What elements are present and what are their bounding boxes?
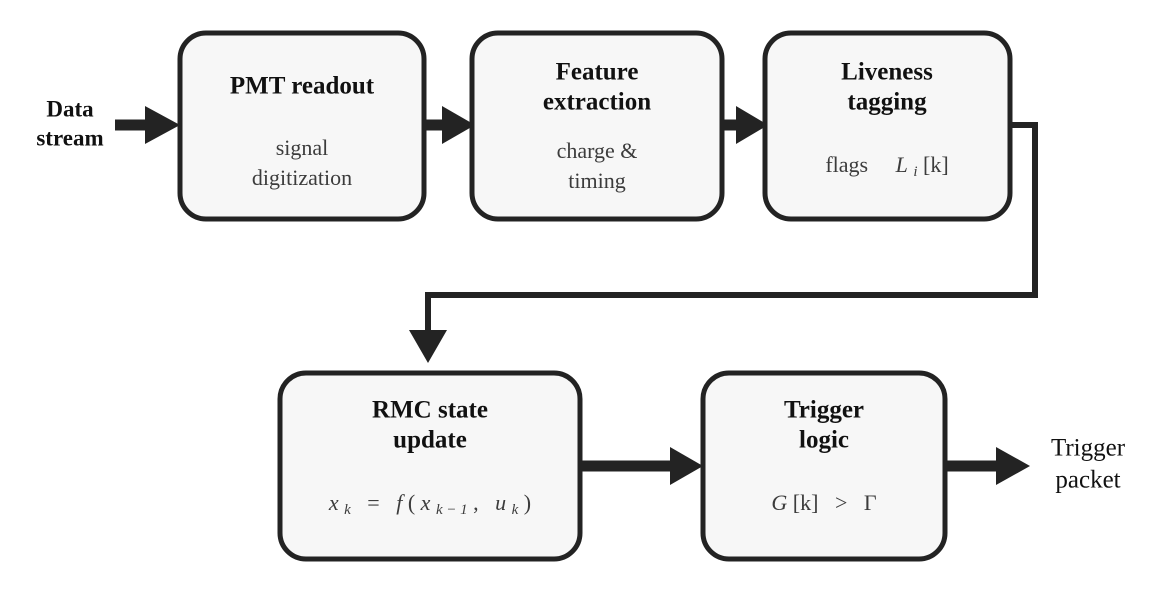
node-rmc-state-update-box[interactable] bbox=[277, 370, 583, 562]
math-i: i bbox=[913, 164, 917, 180]
node-liveness-tagging-subtitle-math: flags L i [k] bbox=[825, 152, 948, 183]
math-k-1: k bbox=[344, 502, 351, 518]
math-bracket-k: [k] bbox=[923, 152, 949, 177]
node-liveness-tagging-title-line1: Liveness bbox=[841, 59, 933, 86]
math-bracket-k-2: [k] bbox=[793, 490, 819, 515]
node-feature-extraction-subtitle-line1: charge & bbox=[557, 138, 638, 163]
node-trigger-logic-title-line1: Trigger bbox=[784, 397, 864, 424]
edge-label-input-data-stream: Data stream bbox=[36, 96, 103, 150]
math-f: f bbox=[396, 490, 405, 515]
math-G: G bbox=[771, 490, 787, 515]
node-trigger-logic[interactable]: Trigger logic G [k] > Γ bbox=[700, 370, 948, 562]
node-pmt-readout-subtitle-line2: digitization bbox=[252, 165, 352, 190]
edge-label-output-line2: packet bbox=[1055, 467, 1120, 494]
node-rmc-state-update-title-line1: RMC state bbox=[372, 397, 488, 424]
node-feature-extraction-subtitle-line2: timing bbox=[568, 168, 625, 193]
node-pmt-readout-subtitle-line1: signal bbox=[276, 135, 329, 160]
edge-label-output-line1: Trigger bbox=[1051, 435, 1126, 462]
node-trigger-logic-subtitle-math: G [k] > Γ bbox=[771, 490, 876, 515]
math-greater-than: > bbox=[835, 490, 847, 515]
node-pmt-readout-box[interactable] bbox=[177, 30, 427, 222]
math-k-minus-1: k − 1 bbox=[436, 502, 468, 518]
connector-rmc-to-trigger bbox=[580, 447, 703, 485]
connector-trigger-to-output bbox=[945, 447, 1030, 485]
math-k-2: k bbox=[512, 502, 519, 518]
node-rmc-state-update-title-line2: update bbox=[393, 427, 467, 454]
node-rmc-state-update-subtitle-math: x k = f ( x k − 1 , u k ) bbox=[328, 490, 531, 521]
node-trigger-logic-title-line2: logic bbox=[799, 427, 849, 454]
math-paren-open: ( bbox=[408, 490, 415, 515]
math-equals: = bbox=[367, 490, 379, 515]
node-pmt-readout-title: PMT readout bbox=[230, 73, 375, 100]
node-trigger-logic-box[interactable] bbox=[700, 370, 948, 562]
edge-label-output-trigger-packet: Trigger packet bbox=[1051, 435, 1126, 494]
node-liveness-tagging-title-line2: tagging bbox=[847, 89, 927, 116]
connector-pmt-to-feature bbox=[424, 106, 475, 144]
math-u: u bbox=[495, 490, 506, 515]
node-pmt-readout[interactable]: PMT readout signal digitization bbox=[177, 30, 427, 222]
node-feature-extraction-title-line2: extraction bbox=[543, 89, 651, 116]
math-paren-close: ) bbox=[524, 490, 531, 515]
node-liveness-tagging-box[interactable] bbox=[762, 30, 1013, 222]
node-feature-extraction-box[interactable] bbox=[469, 30, 725, 222]
math-flags-word: flags bbox=[825, 152, 868, 177]
node-feature-extraction[interactable]: Feature extraction charge & timing bbox=[469, 30, 725, 222]
connector-feature-to-liveness bbox=[722, 106, 768, 144]
connector-liveness-to-rmc bbox=[409, 122, 1038, 363]
edge-label-input-line2: stream bbox=[36, 125, 103, 150]
node-feature-extraction-title-line1: Feature bbox=[556, 59, 639, 86]
math-Gamma: Γ bbox=[864, 490, 877, 515]
node-rmc-state-update[interactable]: RMC state update x k = f ( x k − 1 , u k… bbox=[277, 370, 583, 562]
math-comma: , bbox=[473, 490, 479, 515]
edge-label-input-line1: Data bbox=[46, 96, 94, 121]
node-liveness-tagging[interactable]: Liveness tagging flags L i [k] bbox=[762, 30, 1013, 222]
math-L: L bbox=[895, 152, 908, 177]
math-x-2: x bbox=[420, 490, 431, 515]
math-x-1: x bbox=[328, 490, 339, 515]
connector-input-to-pmt bbox=[115, 106, 180, 144]
